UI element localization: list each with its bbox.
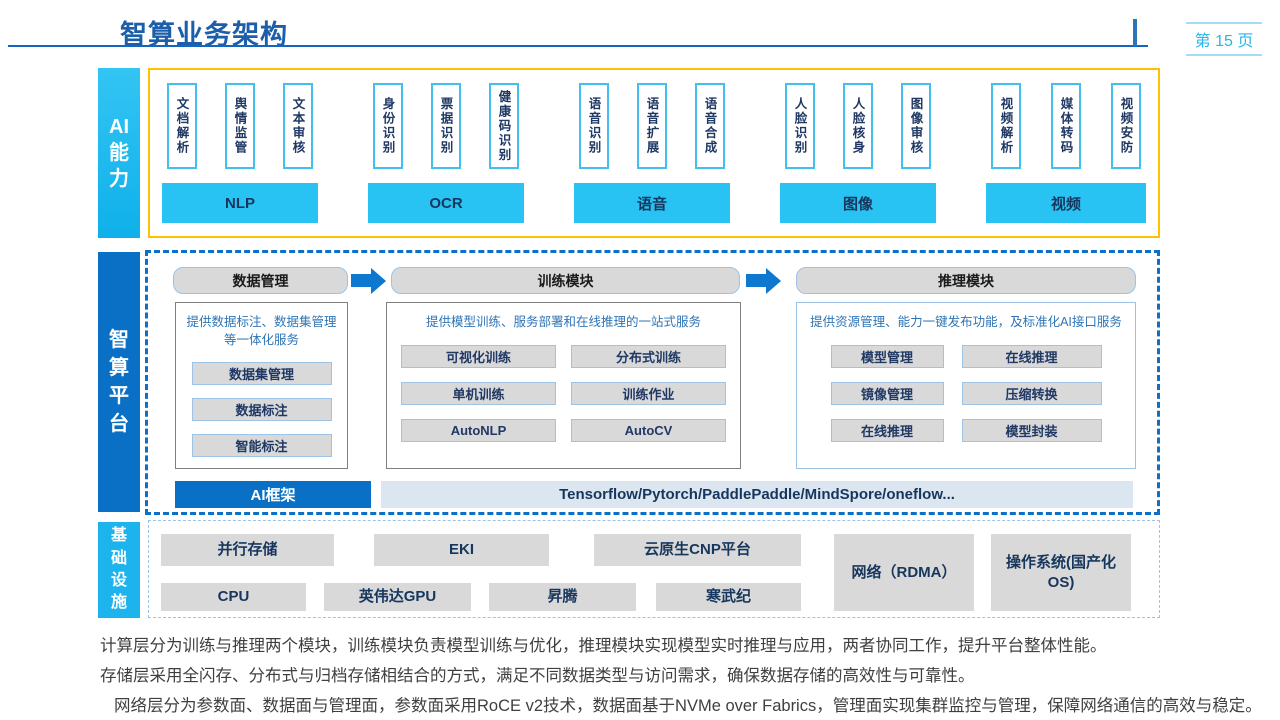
ai-capability: 视频解析 [991, 83, 1021, 169]
title-underline [8, 45, 1148, 47]
infra-box-nvidia-gpu: 英伟达GPU [324, 583, 471, 611]
label-line: 设 [110, 572, 127, 589]
platform-section-label: 智 算 平 台 [98, 252, 140, 512]
infra-box-network-rdma: 网络（RDMA） [834, 534, 974, 611]
module-header-train: 训练模块 [391, 267, 740, 294]
ai-capability: 图像审核 [901, 83, 931, 169]
infra-section-label: 基 础 设 施 [98, 522, 140, 618]
arrow-head [766, 267, 781, 294]
ai-capability: 舆情监管 [225, 83, 255, 169]
infra-box-os: 操作系统(国产化OS) [991, 534, 1131, 611]
ai-capability: 语音识别 [579, 83, 609, 169]
ai-capability: 人脸核身 [843, 83, 873, 169]
notes-block: 计算层分为训练与推理两个模块，训练模块负责模型训练与优化，推理模块实现模型实时推… [100, 631, 1262, 720]
infra-box-cambricon: 寒武纪 [656, 583, 801, 611]
ai-section-label: AI 能 力 [98, 68, 140, 238]
feature-box: 可视化训练 [401, 344, 556, 368]
feature-box: 在线推理 [830, 418, 944, 442]
ai-items-row: 视频解析 媒体转码 视频安防 [986, 83, 1146, 169]
ai-category-bar: 视频 [986, 183, 1146, 223]
label-line: 基 [110, 527, 127, 545]
feature-box: 分布式训练 [571, 344, 726, 368]
feature-box: 训练作业 [571, 381, 726, 405]
label-line: 能 [109, 142, 129, 164]
label-line: AI [109, 116, 129, 138]
module-header-data: 数据管理 [173, 267, 348, 294]
panel-description: 提供模型训练、服务部署和在线推理的一站式服务 [425, 315, 701, 329]
ai-capability: 人脸识别 [785, 83, 815, 169]
infra-box-cnp: 云原生CNP平台 [594, 534, 801, 566]
arrow-shaft [351, 274, 371, 287]
feature-box: AutoCV [571, 418, 726, 442]
ai-category-bar: 图像 [780, 183, 936, 223]
feature-box: 模型封装 [961, 418, 1102, 442]
note-line: 计算层分为训练与推理两个模块，训练模块负责模型训练与优化，推理模块实现模型实时推… [100, 637, 1107, 655]
infra-box-cpu: CPU [161, 583, 306, 611]
label-line: 础 [110, 549, 127, 567]
label-line: 力 [109, 168, 129, 190]
module-header-infer: 推理模块 [796, 267, 1136, 294]
ai-group-nlp: 文档解析 舆情监管 文本审核 NLP [162, 70, 318, 236]
ai-capability: 文本审核 [283, 83, 313, 169]
page-number-badge: 第 15 页 [1186, 22, 1262, 56]
ai-category-bar: OCR [368, 183, 524, 223]
note-line: 存储层采用全闪存、分布式与归档存储相结合的方式，满足不同数据类型与访问需求，确保… [100, 667, 975, 685]
infra-box-storage: 并行存储 [161, 534, 334, 566]
feature-box: 智能标注 [191, 434, 332, 457]
label-line: 施 [110, 594, 127, 612]
flow-arrow-icon [351, 267, 386, 294]
ai-capability: 文档解析 [167, 83, 197, 169]
feature-box: AutoNLP [401, 418, 556, 442]
ai-capability: 健康码识别 [489, 83, 519, 169]
feature-box: 单机训练 [401, 381, 556, 405]
ai-capability: 语音扩展 [637, 83, 667, 169]
ai-group-image: 人脸识别 人脸核身 图像审核 图像 [780, 70, 936, 236]
data-module-panel: 提供数据标注、数据集管理等一体化服务 数据集管理 数据标注 智能标注 [175, 302, 348, 469]
infra-panel: 并行存储 EKI 云原生CNP平台 CPU 英伟达GPU 昇腾 寒武纪 网络（R… [148, 520, 1160, 618]
title-tick [1133, 19, 1137, 46]
feature-box: 数据集管理 [191, 362, 332, 385]
arrow-shaft [746, 274, 766, 287]
feature-box: 模型管理 [830, 344, 944, 368]
panel-description: 提供资源管理、能力一键发布功能，及标准化AI接口服务 [810, 315, 1122, 329]
ai-group-video: 视频解析 媒体转码 视频安防 视频 [986, 70, 1146, 236]
ai-category-bar: NLP [162, 183, 318, 223]
label-line: 台 [109, 413, 129, 435]
ai-capability: 视频安防 [1111, 83, 1141, 169]
ai-items-row: 语音识别 语音扩展 语音合成 [574, 83, 730, 169]
infer-module-panel: 提供资源管理、能力一键发布功能，及标准化AI接口服务 模型管理 在线推理 镜像管… [796, 302, 1136, 469]
train-module-panel: 提供模型训练、服务部署和在线推理的一站式服务 可视化训练 分布式训练 单机训练 … [386, 302, 741, 469]
feature-grid: 模型管理 在线推理 镜像管理 压缩转换 在线推理 模型封装 [830, 344, 1102, 442]
ai-group-ocr: 身份识别 票据识别 健康码识别 OCR [368, 70, 524, 236]
feature-grid: 可视化训练 分布式训练 单机训练 训练作业 AutoNLP AutoCV [401, 344, 726, 442]
ai-capability-panel: 文档解析 舆情监管 文本审核 NLP 身份识别 票据识别 健康码识别 OCR 语… [148, 68, 1160, 238]
ai-capability: 媒体转码 [1051, 83, 1081, 169]
framework-list-bar: Tensorflow/Pytorch/PaddlePaddle/MindSpor… [381, 481, 1133, 508]
label-line: 智 [109, 329, 129, 351]
ai-category-bar: 语音 [574, 183, 730, 223]
arrow-head [371, 267, 386, 294]
ai-capability: 身份识别 [373, 83, 403, 169]
ai-group-speech: 语音识别 语音扩展 语音合成 语音 [574, 70, 730, 236]
flow-arrow-icon [746, 267, 781, 294]
ai-capability: 语音合成 [695, 83, 725, 169]
feature-box: 在线推理 [961, 344, 1102, 368]
panel-description: 提供数据标注、数据集管理等一体化服务 [186, 315, 337, 347]
ai-items-row: 人脸识别 人脸核身 图像审核 [780, 83, 936, 169]
ai-framework-label: AI框架 [175, 481, 371, 508]
ai-items-row: 身份识别 票据识别 健康码识别 [368, 83, 524, 169]
ai-capability: 票据识别 [431, 83, 461, 169]
feature-box: 镜像管理 [830, 381, 944, 405]
platform-panel: 数据管理 训练模块 推理模块 提供数据标注、数据集管理等一体化服务 数据集管理 … [145, 250, 1160, 515]
note-line: 网络层分为参数面、数据面与管理面，参数面采用RoCE v2技术，数据面基于NVM… [114, 697, 1262, 715]
infra-box-ascend: 昇腾 [489, 583, 636, 611]
feature-box: 压缩转换 [961, 381, 1102, 405]
feature-box: 数据标注 [191, 398, 332, 421]
label-line: 平 [109, 385, 129, 407]
infra-box-eki: EKI [374, 534, 549, 566]
ai-items-row: 文档解析 舆情监管 文本审核 [162, 83, 318, 169]
label-line: 算 [109, 357, 129, 379]
